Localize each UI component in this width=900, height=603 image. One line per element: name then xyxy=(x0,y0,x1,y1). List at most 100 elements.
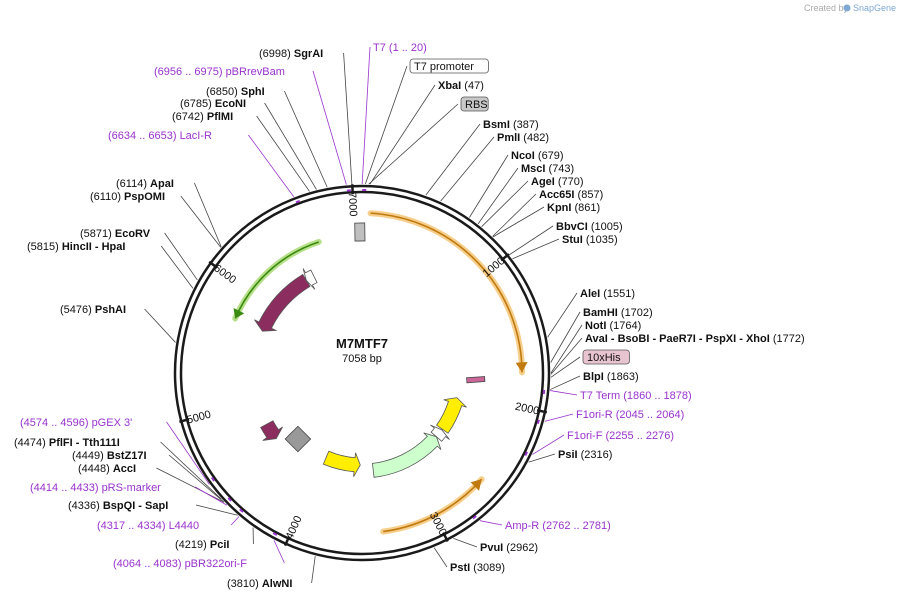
feature-lacI[interactable] xyxy=(254,273,311,332)
site-pos-pspomi: (6110) xyxy=(90,191,121,203)
site-pflfi-tth111i[interactable]: (4474) PflFI - Tth111I xyxy=(14,437,120,449)
leader-agei xyxy=(481,180,529,227)
feature-lac-operator[interactable] xyxy=(354,222,366,242)
site-pshai[interactable]: (5476) PshAI xyxy=(60,304,126,316)
feature-ori[interactable] xyxy=(322,450,361,477)
site-pos-pgex-3: (4574 .. 4596) xyxy=(20,417,89,429)
site-pgex-3[interactable]: (4574 .. 4596) pGEX 3' xyxy=(20,417,132,429)
tick-label-4000: 4000 xyxy=(284,514,305,541)
site-apai[interactable]: (6114) ApaI xyxy=(116,178,174,190)
site-ncoi[interactable]: NcoI (679) xyxy=(511,150,564,162)
tick-3000: 3000 xyxy=(427,510,449,542)
site-label-pbr322ori-f: (4064 .. 4083) pBR322ori-F xyxy=(113,558,247,570)
site-blpi[interactable]: BlpI (1863) xyxy=(583,371,639,383)
site-label-pvui: PvuI (2962) xyxy=(480,542,538,554)
site-label-xbai: XbaI (47) xyxy=(438,80,484,92)
site-name-laci-r: LacI-R xyxy=(180,130,212,142)
feature-ampr-promoter[interactable] xyxy=(430,424,450,442)
site-pos-msci: (743) xyxy=(549,163,575,175)
site-pos-pmli: (482) xyxy=(523,132,549,144)
site-agei[interactable]: AgeI (770) xyxy=(531,176,584,188)
site-bstz17i[interactable]: (4449) BstZ17I xyxy=(72,450,147,462)
feature-t7-terminator[interactable] xyxy=(466,376,486,384)
site-sgrai[interactable]: (6998) SgrAI xyxy=(259,48,323,60)
site-pvui[interactable]: PvuI (2962) xyxy=(480,542,538,554)
site-name-prs-marker: pRS-marker xyxy=(102,482,162,494)
site-noti[interactable]: NotI (1764) xyxy=(585,320,641,332)
primer-mark-laci-r xyxy=(295,199,301,204)
site-stui[interactable]: StuI (1035) xyxy=(562,234,618,246)
site-pos-agei: (770) xyxy=(558,176,584,188)
site-pos-pbrrevbam: (6956 .. 6975) xyxy=(154,66,223,78)
site-pos-pshai: (5476) xyxy=(60,304,92,316)
credit-prefix: Created by xyxy=(804,3,849,13)
site-pbr322ori-f[interactable]: (4064 .. 4083) pBR322ori-F xyxy=(113,558,247,570)
leader-t7-promoter xyxy=(364,65,408,185)
site-econi[interactable]: (6785) EcoNI xyxy=(180,98,246,110)
feature-bom[interactable] xyxy=(284,425,312,453)
site-pcii[interactable]: (4219) PciI xyxy=(175,539,229,551)
site-msci[interactable]: MscI (743) xyxy=(521,163,574,175)
site-rbs[interactable]: RBS xyxy=(460,96,489,112)
site-label-sphi: (6850) SphI xyxy=(206,86,265,98)
feature-lacI-promoter[interactable] xyxy=(302,268,318,290)
site-pmli[interactable]: PmlI (482) xyxy=(497,132,549,144)
site-pflmi[interactable]: (6742) PflMI xyxy=(172,111,233,123)
site-pspomi[interactable]: (6110) PspOMI xyxy=(90,191,165,203)
site-ecorv[interactable]: (5871) EcoRV xyxy=(80,228,151,240)
site-bbvci[interactable]: BbvCI (1005) xyxy=(556,221,623,233)
site-kpni[interactable]: KpnI (861) xyxy=(547,202,600,214)
site-pos-pbr322ori-f: (4064 .. 4083) xyxy=(113,558,182,570)
site-pos-t7: (1 .. 20) xyxy=(389,42,427,54)
site-hincii-hpai[interactable]: (5815) HincII - HpaI xyxy=(27,241,125,253)
site-t7-promoter[interactable]: T7 promoter xyxy=(409,58,489,74)
site-name-sphi: SphI xyxy=(241,86,265,98)
leader-pshai xyxy=(144,308,176,343)
tick-6000: 6000 xyxy=(208,260,238,286)
site-f1ori-r[interactable]: F1ori-R (2045 .. 2064) xyxy=(576,409,684,421)
leader-acc65i xyxy=(492,193,537,237)
site-laci-r[interactable]: (6634 .. 6653) LacI-R xyxy=(108,130,212,142)
site-name-pshai: PshAI xyxy=(95,304,126,316)
site-l4440[interactable]: (4317 .. 4334) L4440 xyxy=(97,520,199,532)
site-pos-f1ori-f: (2255 .. 2276) xyxy=(606,430,675,442)
site-label-alei: AleI (1551) xyxy=(580,288,635,300)
site-xbai[interactable]: XbaI (47) xyxy=(438,80,484,92)
site-bspqi-sapi[interactable]: (4336) BspQI - SapI xyxy=(68,500,168,512)
site-acci[interactable]: (4448) AccI xyxy=(78,463,136,475)
site-psii[interactable]: PsiI (2316) xyxy=(558,449,612,461)
leader-econi xyxy=(264,102,317,190)
feature-ampr[interactable] xyxy=(371,432,442,478)
leader-10xhis xyxy=(550,356,581,378)
site-label-t7: T7 (1 .. 20) xyxy=(373,42,427,54)
site-pos-econi: (6785) xyxy=(180,98,212,110)
site-alwni[interactable]: (3810) AlwNI xyxy=(227,578,292,590)
site-prs-marker[interactable]: (4414 .. 4433) pRS-marker xyxy=(30,482,161,494)
site-sphi[interactable]: (6850) SphI xyxy=(206,86,265,98)
site-t7-term[interactable]: T7 Term (1860 .. 1878) xyxy=(580,390,692,402)
site-bsmi[interactable]: BsmI (387) xyxy=(483,119,539,131)
site-alei[interactable]: AleI (1551) xyxy=(580,288,635,300)
site-f1ori-f[interactable]: F1ori-F (2255 .. 2276) xyxy=(567,430,674,442)
site-label-msci: MscI (743) xyxy=(521,163,574,175)
site-acc65i[interactable]: Acc65I (857) xyxy=(539,189,603,201)
site-t7[interactable]: T7 (1 .. 20) xyxy=(373,42,427,54)
feature-rop[interactable] xyxy=(260,420,283,441)
site-pbrrevbam[interactable]: (6956 .. 6975) pBRrevBam xyxy=(154,66,285,78)
leader-pgex-3 xyxy=(166,421,210,485)
site-avai-bsobi-paer7i-pspxi-xhoi[interactable]: AvaI - BsoBI - PaeR7I - PspXI - XhoI (17… xyxy=(585,333,805,345)
site-name-pvui: PvuI xyxy=(480,542,503,554)
site-name-bamhi: BamHI xyxy=(583,307,618,319)
primer-mark-prs-marker xyxy=(227,497,232,502)
site-bamhi[interactable]: BamHI (1702) xyxy=(583,307,653,319)
site-amp-r[interactable]: Amp-R (2762 .. 2781) xyxy=(505,520,611,532)
leader-psti xyxy=(433,547,448,568)
site-name-bstz17i: BstZ17I xyxy=(107,450,147,462)
site-name-econi: EcoNI xyxy=(215,98,246,110)
site-name-sgrai: SgrAI xyxy=(294,48,323,60)
site-name-pflmi: PflMI xyxy=(207,111,233,123)
site-psti[interactable]: PstI (3089) xyxy=(450,562,505,574)
feature-f1-ori[interactable] xyxy=(436,397,467,434)
leader-t7 xyxy=(361,46,371,185)
site-10xhis[interactable]: 10xHis xyxy=(582,349,630,365)
